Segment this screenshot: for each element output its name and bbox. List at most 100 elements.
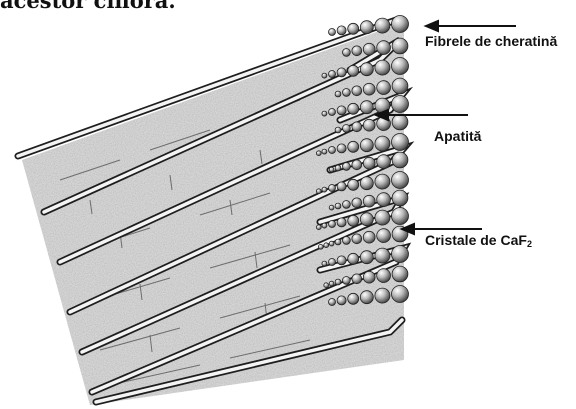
sphere bbox=[392, 172, 409, 189]
label-apatite: Apatită bbox=[434, 128, 481, 144]
sphere bbox=[375, 210, 390, 225]
sphere bbox=[343, 89, 351, 97]
sphere bbox=[392, 78, 408, 94]
sphere bbox=[352, 198, 362, 208]
sphere bbox=[329, 299, 336, 306]
sphere bbox=[337, 106, 346, 115]
sphere bbox=[329, 185, 336, 192]
sphere bbox=[348, 141, 359, 152]
sphere bbox=[363, 83, 375, 95]
sphere bbox=[324, 283, 329, 288]
sphere bbox=[329, 241, 334, 246]
sphere bbox=[329, 281, 334, 286]
sphere bbox=[335, 203, 341, 209]
sphere bbox=[348, 103, 359, 114]
sphere bbox=[392, 266, 408, 282]
sphere bbox=[322, 261, 327, 266]
sphere bbox=[322, 111, 327, 116]
label-keratin-fibers: Fibrele de cheratină bbox=[425, 33, 557, 49]
sphere bbox=[329, 221, 336, 228]
sphere bbox=[322, 73, 327, 78]
sphere bbox=[337, 256, 346, 265]
sphere bbox=[335, 91, 341, 97]
sphere bbox=[360, 63, 373, 76]
sphere bbox=[352, 274, 362, 284]
sphere bbox=[348, 253, 359, 264]
sphere bbox=[343, 237, 351, 245]
sphere bbox=[316, 225, 321, 230]
sphere bbox=[329, 205, 334, 210]
sphere bbox=[363, 195, 375, 207]
sphere bbox=[318, 244, 323, 249]
sphere bbox=[352, 86, 362, 96]
sphere bbox=[392, 114, 408, 130]
sphere bbox=[392, 152, 408, 168]
sphere bbox=[329, 29, 336, 36]
sphere bbox=[363, 231, 375, 243]
sphere bbox=[348, 179, 359, 190]
sphere bbox=[329, 109, 336, 116]
header-fragment: acestor cifiora. bbox=[0, 0, 176, 13]
sphere bbox=[375, 18, 390, 33]
sphere bbox=[392, 190, 408, 206]
sphere bbox=[363, 43, 375, 55]
sphere bbox=[377, 269, 391, 283]
sphere bbox=[363, 157, 375, 169]
sphere bbox=[316, 151, 321, 156]
sphere bbox=[375, 248, 390, 263]
sphere bbox=[337, 296, 346, 305]
sphere bbox=[360, 139, 373, 152]
sphere bbox=[363, 271, 375, 283]
sphere bbox=[348, 293, 359, 304]
sphere bbox=[363, 119, 375, 131]
sphere bbox=[360, 101, 373, 114]
sphere bbox=[352, 46, 362, 56]
sphere bbox=[352, 160, 362, 170]
sphere bbox=[329, 167, 334, 172]
sphere bbox=[329, 71, 336, 78]
sphere bbox=[322, 187, 327, 192]
sphere bbox=[377, 229, 391, 243]
sphere bbox=[375, 288, 390, 303]
label-caf2-crystals: Cristale de CaF2 bbox=[425, 232, 532, 249]
sphere bbox=[352, 234, 362, 244]
sphere bbox=[322, 149, 327, 154]
sphere bbox=[375, 174, 390, 189]
sphere bbox=[343, 124, 351, 132]
sphere bbox=[392, 286, 409, 303]
sphere bbox=[343, 163, 351, 171]
sphere bbox=[337, 26, 346, 35]
sphere bbox=[392, 58, 409, 75]
sphere bbox=[322, 223, 327, 228]
sphere bbox=[360, 213, 373, 226]
sphere bbox=[392, 16, 409, 33]
label-caf2-text: Cristale de CaF bbox=[425, 232, 527, 248]
sphere bbox=[392, 134, 409, 151]
sphere bbox=[337, 218, 346, 227]
sphere bbox=[335, 127, 341, 133]
sphere bbox=[343, 49, 351, 57]
sphere bbox=[329, 147, 336, 154]
sphere bbox=[335, 165, 341, 171]
sphere bbox=[377, 41, 391, 55]
sphere bbox=[343, 277, 351, 285]
sphere bbox=[375, 136, 390, 151]
sphere bbox=[392, 246, 409, 263]
sphere bbox=[348, 23, 359, 34]
sphere bbox=[377, 81, 391, 95]
sphere bbox=[360, 291, 373, 304]
sphere bbox=[375, 60, 390, 75]
sphere bbox=[360, 251, 373, 264]
sphere bbox=[337, 144, 346, 153]
sphere bbox=[337, 68, 346, 77]
sphere bbox=[377, 155, 391, 169]
sphere bbox=[348, 65, 359, 76]
sphere bbox=[352, 122, 362, 132]
sphere bbox=[335, 279, 341, 285]
sphere bbox=[324, 243, 329, 248]
sphere bbox=[392, 38, 408, 54]
sphere bbox=[348, 215, 359, 226]
sphere bbox=[335, 239, 341, 245]
label-caf2-subscript: 2 bbox=[527, 239, 532, 249]
